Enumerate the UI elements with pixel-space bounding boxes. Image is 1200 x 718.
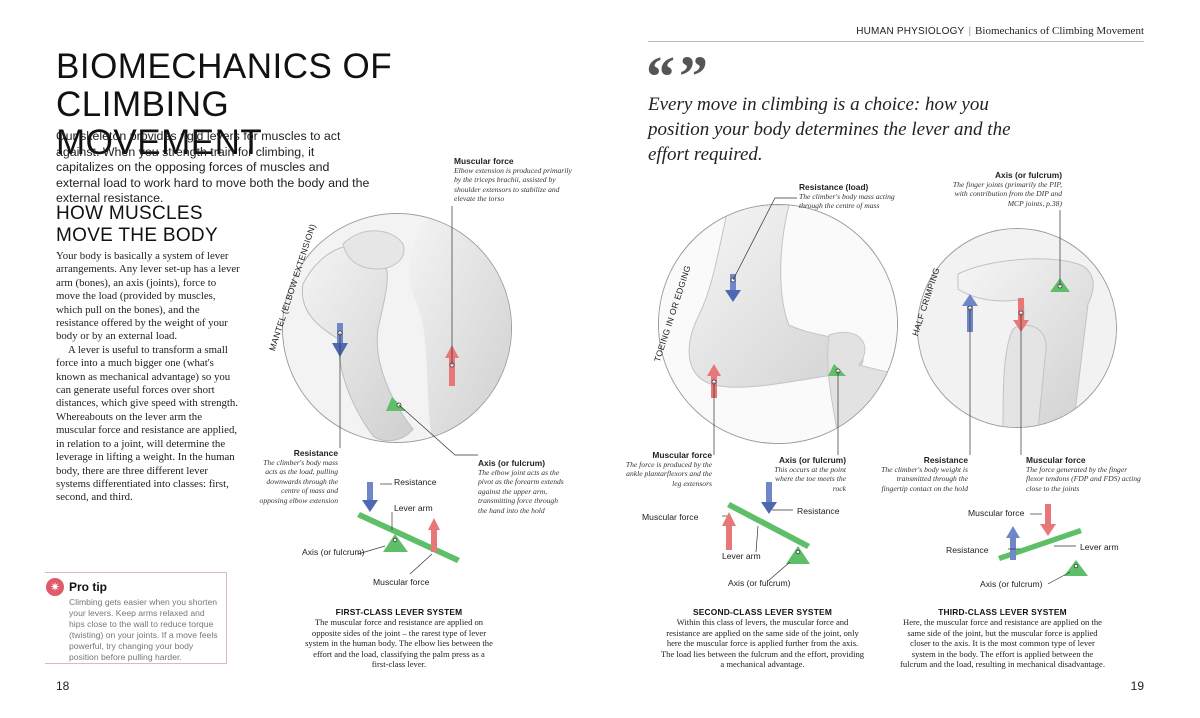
running-head-separator: | bbox=[968, 26, 972, 37]
pro-tip-box bbox=[45, 572, 227, 664]
star-icon: ✷ bbox=[46, 578, 64, 596]
second-class-lever-diagram bbox=[722, 482, 810, 582]
third-diagram-muscular-force: Muscular force bbox=[968, 508, 1025, 518]
mantel-resistance-label: Resistance The climber's body mass acts … bbox=[259, 448, 338, 505]
first-class-caption-text: The muscular force and resistance are ap… bbox=[305, 617, 493, 670]
first-diagram-lever-arm: Lever arm bbox=[394, 503, 433, 513]
page-title: BIOMECHANICS OF CLIMBING MOVEMENT bbox=[56, 47, 393, 162]
body-text: Your body is basically a system of lever… bbox=[56, 250, 241, 505]
body-paragraph-1: Your body is basically a system of lever… bbox=[56, 250, 240, 343]
body-paragraph-2: A lever is useful to transform a small f… bbox=[56, 343, 239, 504]
third-diagram-resistance: Resistance bbox=[946, 545, 989, 555]
section-heading: HOW MUSCLES MOVE THE BODY bbox=[56, 203, 218, 246]
page-number-right: 19 bbox=[1130, 679, 1144, 693]
third-diagram-axis: Axis (or fulcrum) bbox=[980, 579, 1043, 589]
crimping-muscular-force-label: Muscular force The force generated by th… bbox=[1026, 455, 1141, 493]
toeing-muscular-force-label: Muscular force The force is produced by … bbox=[625, 450, 712, 488]
pro-tip-title: Pro tip bbox=[69, 580, 107, 594]
quote-mark-icon: “” bbox=[646, 44, 712, 109]
first-diagram-resistance: Resistance bbox=[394, 477, 437, 487]
second-class-caption-title: SECOND-CLASS LEVER SYSTEM bbox=[692, 607, 833, 617]
crimping-finger-drawing bbox=[918, 229, 1116, 427]
header-rule bbox=[648, 41, 1144, 42]
first-class-lever-diagram bbox=[357, 482, 460, 575]
second-class-caption: SECOND-CLASS LEVER SYSTEM Within this cl… bbox=[660, 607, 865, 670]
running-head: HUMAN PHYSIOLOGY|Biomechanics of Climbin… bbox=[856, 25, 1144, 37]
first-class-caption-title: FIRST-CLASS LEVER SYSTEM bbox=[335, 607, 463, 617]
pro-tip-text: Climbing gets easier when you shorten yo… bbox=[69, 597, 218, 662]
crimping-axis-label: Axis (or fulcrum) The finger joints (pri… bbox=[952, 170, 1062, 208]
third-diagram-lever-arm: Lever arm bbox=[1080, 542, 1119, 552]
running-head-section: HUMAN PHYSIOLOGY bbox=[856, 26, 965, 37]
intro-paragraph: Our skeleton provides rigid levers for m… bbox=[56, 129, 370, 206]
mantel-muscular-force-label: Muscular force Elbow extension is produc… bbox=[454, 156, 572, 204]
crimping-resistance-label: Resistance The climber's body weight is … bbox=[881, 455, 968, 493]
third-class-caption-text: Here, the muscular force and resistance … bbox=[900, 617, 1105, 670]
third-class-caption: THIRD-CLASS LEVER SYSTEM Here, the muscu… bbox=[900, 607, 1105, 670]
second-diagram-lever-arm: Lever arm bbox=[722, 551, 761, 561]
second-diagram-resistance: Resistance bbox=[797, 506, 840, 516]
second-class-caption-text: Within this class of levers, the muscula… bbox=[660, 617, 865, 670]
pull-quote: Every move in climbing is a choice: how … bbox=[648, 94, 1011, 165]
page-number-left: 18 bbox=[56, 679, 70, 693]
second-diagram-muscular-force: Muscular force bbox=[642, 512, 699, 522]
mantel-axis-label: Axis (or fulcrum) The elbow joint acts a… bbox=[478, 458, 564, 515]
toeing-axis-label: Axis (or fulcrum) This occurs at the poi… bbox=[774, 455, 846, 493]
first-diagram-muscular-force: Muscular force bbox=[373, 577, 430, 587]
toeing-resistance-label: Resistance (load) The climber's body mas… bbox=[799, 182, 895, 211]
first-class-caption: FIRST-CLASS LEVER SYSTEM The muscular fo… bbox=[304, 607, 494, 670]
second-diagram-axis: Axis (or fulcrum) bbox=[728, 578, 791, 588]
third-class-lever-diagram bbox=[998, 504, 1088, 585]
crimping-illustration bbox=[917, 228, 1117, 428]
third-class-caption-title: THIRD-CLASS LEVER SYSTEM bbox=[938, 607, 1067, 617]
first-diagram-axis: Axis (or fulcrum) bbox=[302, 547, 365, 557]
running-head-chapter: Biomechanics of Climbing Movement bbox=[975, 25, 1144, 37]
